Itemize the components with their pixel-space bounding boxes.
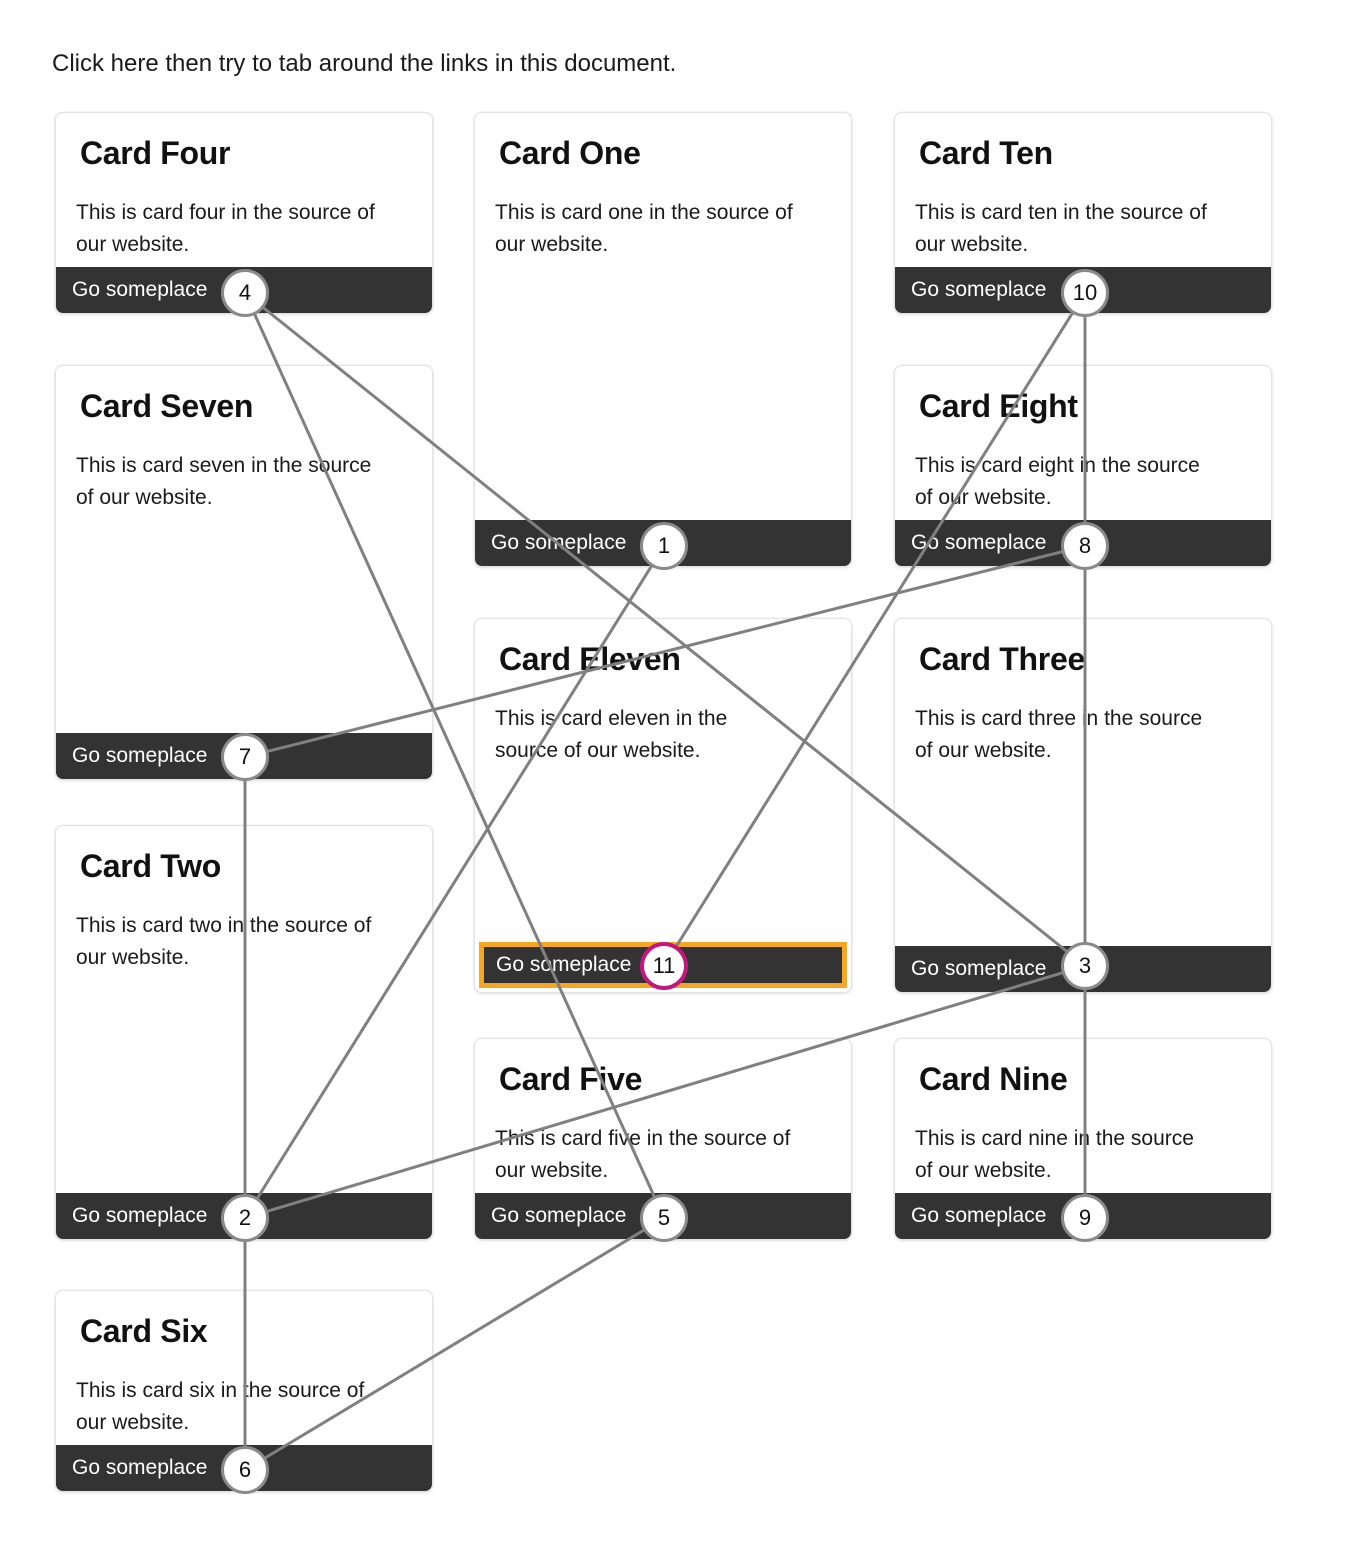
card-title: Card Seven	[80, 388, 254, 424]
go-someplace-link[interactable]: Go someplace	[911, 278, 1047, 301]
tab-order-marker-11: 11	[640, 942, 688, 990]
go-someplace-link[interactable]: Go someplace	[72, 1456, 208, 1479]
tab-order-marker-7: 7	[221, 733, 269, 781]
card-title: Card Ten	[919, 135, 1053, 171]
tab-order-marker-9: 9	[1061, 1194, 1109, 1242]
go-someplace-link[interactable]: Go someplace	[72, 278, 208, 301]
tab-order-marker-6: 6	[221, 1446, 269, 1494]
tab-order-marker-4: 4	[221, 269, 269, 317]
card-body-text: This is card four in the source of our w…	[76, 201, 375, 256]
card-body-text: This is card one in the source of our we…	[495, 201, 793, 256]
go-someplace-link[interactable]: Go someplace	[72, 1204, 208, 1227]
tab-order-marker-1: 1	[640, 522, 688, 570]
card-title: Card Two	[80, 848, 222, 884]
card-title: Card Four	[80, 135, 231, 171]
tab-order-marker-5: 5	[640, 1194, 688, 1242]
page-instruction: Click here then try to tab around the li…	[52, 50, 677, 77]
tab-order-marker-2: 2	[221, 1194, 269, 1242]
card-title: Card Six	[80, 1313, 208, 1349]
tab-order-marker-10: 10	[1061, 269, 1109, 317]
tab-order-marker-3: 3	[1061, 942, 1109, 990]
go-someplace-link[interactable]: Go someplace	[72, 744, 208, 767]
tab-order-marker-8: 8	[1061, 522, 1109, 570]
card-body-text: This is card ten in the source of our we…	[915, 201, 1207, 256]
card-title: Card One	[499, 135, 641, 171]
